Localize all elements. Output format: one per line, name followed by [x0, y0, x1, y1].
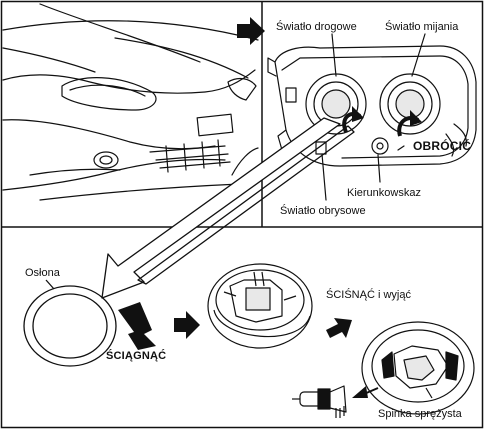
rotate-arrow-head-icon [352, 106, 364, 122]
label-high-beam: Światło drogowe [276, 21, 357, 33]
label-low-beam: Światło mijania [385, 21, 459, 33]
label-spring-clip: Spinka sprężysta [378, 408, 462, 420]
label-squeeze-remove: ŚCIŚNĄĆ i wyjąć [326, 289, 411, 301]
direction-arrow-icon [237, 17, 265, 45]
cover-drawing [23, 279, 117, 367]
callout-arrow [101, 117, 355, 299]
bulb-icon [292, 385, 347, 418]
pull-off-arrow-icon [118, 302, 156, 350]
label-side-light: Światło obrysowe [280, 205, 366, 217]
direction-arrow-icon [326, 318, 352, 338]
label-cover: Osłona [25, 267, 60, 279]
spring-clip-drawing [361, 321, 475, 415]
removal-arrow-head-icon [352, 386, 368, 398]
direction-arrow-icon [174, 311, 200, 339]
label-pull-off: ŚCIĄGNĄĆ [106, 350, 167, 362]
rotate-arrow-head-icon [410, 110, 422, 126]
label-turn: OBRÓCIĆ [413, 139, 472, 153]
lamp-socket-drawing [207, 263, 313, 349]
label-turn-signal: Kierunkowskaz [347, 187, 421, 199]
car-front-drawing [2, 3, 259, 201]
